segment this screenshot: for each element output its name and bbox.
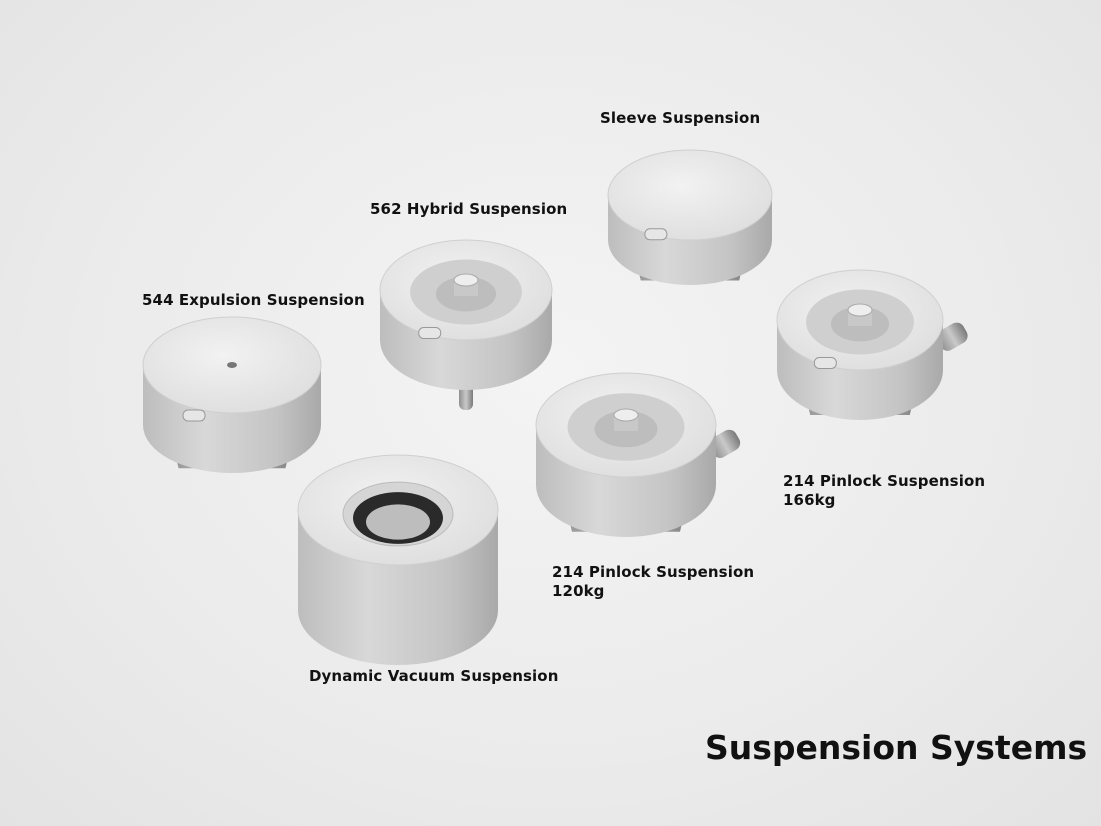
- hybrid-562-suspension-render: [379, 239, 553, 410]
- label-sleeve-suspension: Sleeve Suspension: [600, 109, 761, 127]
- sleeve-suspension-render: [607, 149, 773, 285]
- label-562-hybrid-suspension: 562 Hybrid Suspension: [370, 200, 568, 218]
- label-dynamic-vacuum-suspension: Dynamic Vacuum Suspension: [309, 667, 559, 685]
- label-544-expulsion-suspension: 544 Expulsion Suspension: [142, 291, 365, 309]
- pinlock-214-166kg-render: [776, 269, 968, 420]
- page-title: Suspension Systems: [705, 728, 1088, 767]
- pinlock-214-120kg-render: [535, 372, 741, 537]
- expulsion-544-suspension-render: [142, 316, 322, 473]
- dynamic-vacuum-suspension-render: [297, 454, 499, 665]
